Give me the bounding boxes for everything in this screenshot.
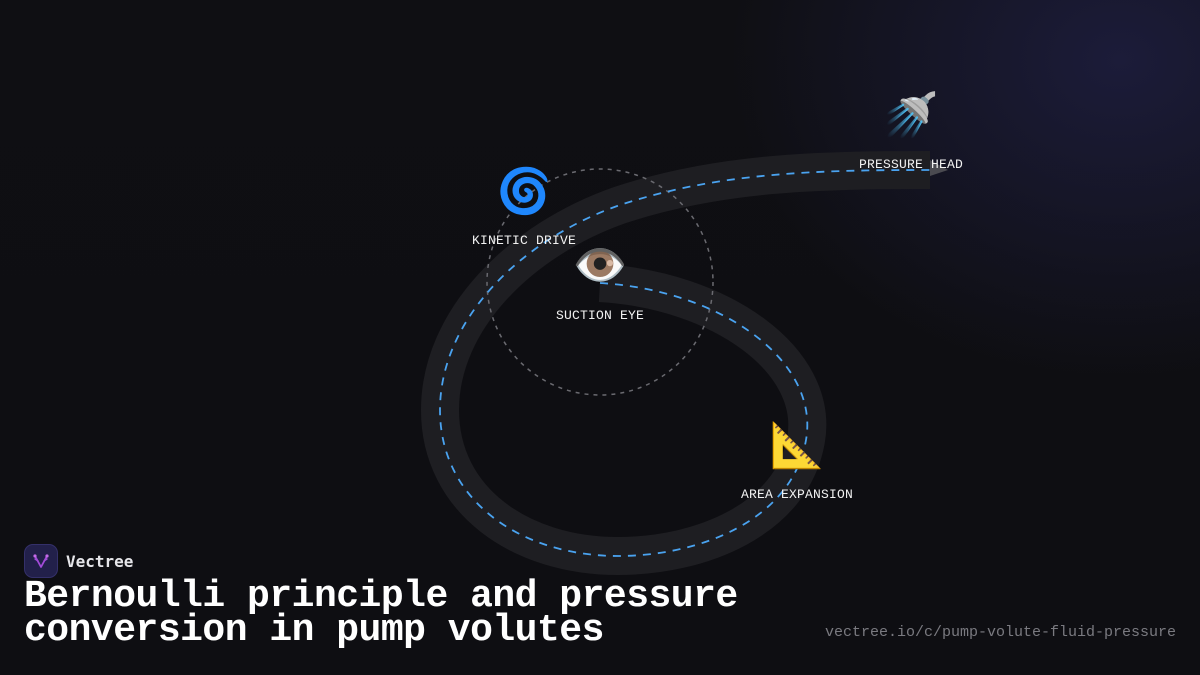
node-label-kinetic-drive: KINETIC DRIVE <box>471 233 577 248</box>
node-label-pressure-head: PRESSURE HEAD <box>858 157 964 172</box>
brand: Vectree <box>24 544 133 578</box>
cyclone-icon: 🌀 <box>496 166 552 217</box>
page-title: Bernoulli principle and pressure convers… <box>24 575 738 652</box>
impeller-circle <box>486 168 714 396</box>
source-url: vectree.io/c/pump-volute-fluid-pressure <box>824 624 1176 641</box>
brand-name: Vectree <box>66 551 134 571</box>
outlet-arrow <box>930 160 948 176</box>
node-label-area-expansion: AREA EXPANSION <box>740 487 854 502</box>
vectree-logo-icon <box>24 544 58 578</box>
eye-icon: 👁️ <box>572 240 628 291</box>
shower-icon: 🚿 <box>883 90 939 141</box>
node-label-suction-eye: SUCTION EYE <box>555 308 645 323</box>
flow-streamline <box>439 169 931 557</box>
volute-channel <box>420 151 931 576</box>
triangular-ruler-icon: 📐 <box>769 420 825 471</box>
